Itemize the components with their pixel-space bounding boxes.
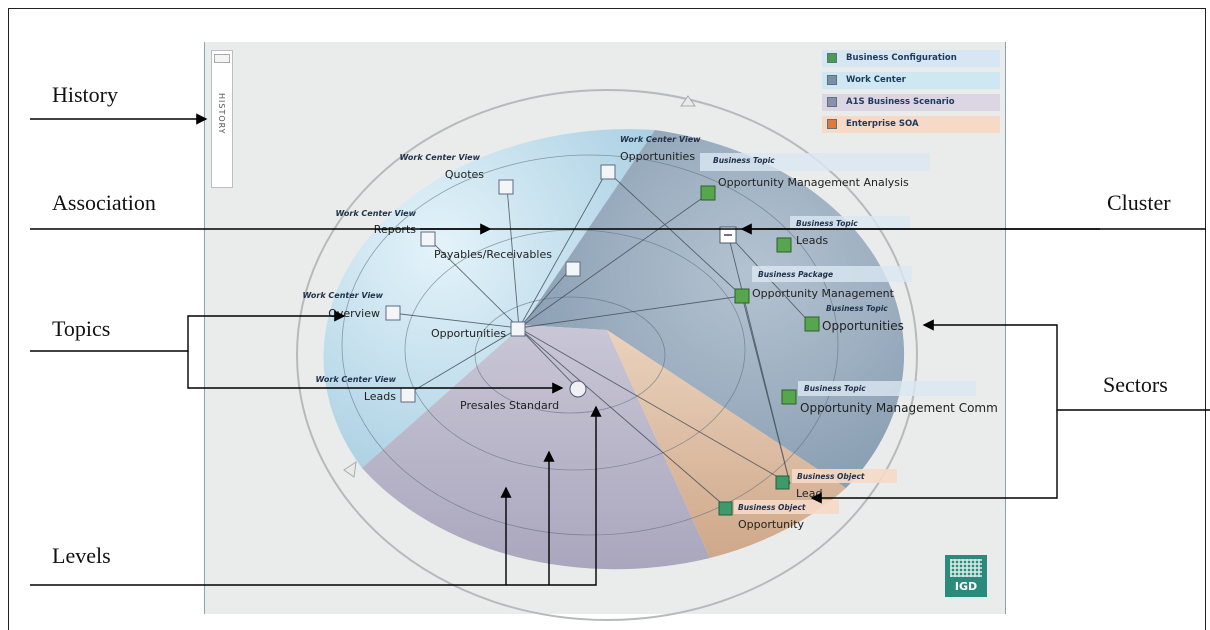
- node-type-label: Business Object: [738, 503, 806, 512]
- work-center-icon: [400, 387, 416, 403]
- node-type-label: Business Object: [797, 472, 865, 481]
- levels-pointer: [30, 405, 602, 586]
- label-highlight: [700, 153, 930, 171]
- legend-label: Business Configuration: [846, 53, 957, 63]
- node-name: Opportunity Management Comm: [800, 401, 998, 415]
- legend-icon: [827, 75, 837, 85]
- node-opportunities-bt[interactable]: Business Topic Opportunities: [804, 304, 904, 333]
- legend-item[interactable]: Business Configuration: [822, 50, 1000, 67]
- node-cluster[interactable]: [719, 226, 737, 244]
- ring-marker-top: [680, 95, 696, 107]
- callout-levels: Levels: [52, 543, 111, 568]
- node-type-label: Work Center View: [335, 209, 416, 218]
- business-topic-icon: [781, 389, 797, 405]
- node-type-label: Work Center View: [302, 291, 383, 300]
- node-name: Overview: [328, 307, 380, 320]
- topics-pointer-2: [187, 351, 564, 394]
- callout-topics: Topics: [52, 316, 111, 341]
- work-center-icon: [498, 179, 514, 195]
- business-topic-icon: [776, 237, 792, 253]
- node-name: Opportunity Management Analysis: [718, 176, 909, 189]
- legend-item[interactable]: A1S Business Scenario: [822, 94, 1000, 111]
- legend-label: A1S Business Scenario: [846, 97, 955, 107]
- history-tab-handle[interactable]: [214, 54, 230, 63]
- node-reports[interactable]: Work Center View Reports: [335, 209, 436, 247]
- node-name: Opportunities: [620, 150, 695, 163]
- history-tab[interactable]: HISTORY: [211, 50, 233, 188]
- callout-pointers: [30, 113, 1210, 586]
- node-leads-wcv[interactable]: Work Center View Leads: [315, 375, 416, 403]
- level-ring-3: [341, 154, 839, 536]
- node-name: Opportunity Management: [752, 287, 895, 300]
- node-type-label: Business Topic: [796, 219, 858, 228]
- node-type-label: Work Center View: [315, 375, 396, 384]
- business-object-icon: [775, 475, 790, 490]
- node-type-label: Business Package: [758, 270, 833, 279]
- scenario-icon: [569, 380, 587, 398]
- node-lead-bo[interactable]: Business Object Lead: [775, 469, 897, 500]
- node-name: Opportunity: [738, 518, 805, 531]
- node-name: Opportunities: [822, 319, 904, 333]
- node-name: Opportunities: [431, 327, 506, 340]
- callout-cluster: Cluster: [1107, 190, 1171, 215]
- label-highlight: [798, 381, 976, 396]
- business-object-icon: [718, 501, 733, 516]
- label-highlight: [752, 266, 912, 282]
- legend-icon: [827, 97, 837, 107]
- sectors-pointer-2: [810, 410, 1058, 504]
- node-opportunities-wcv[interactable]: Work Center View Opportunities: [600, 135, 701, 180]
- node-name: Quotes: [445, 168, 484, 181]
- legend-icon: [827, 119, 837, 129]
- node-name: Presales Standard: [460, 399, 559, 412]
- callout-association: Association: [52, 190, 156, 215]
- callout-history: History: [52, 82, 118, 107]
- work-center-icon: [565, 261, 581, 277]
- outer-ring: [296, 89, 918, 621]
- history-tab-label: HISTORY: [217, 93, 226, 135]
- node-oma[interactable]: Business Topic Opportunity Management An…: [700, 153, 930, 201]
- topics-pointer: [30, 310, 346, 352]
- node-business-package[interactable]: Business Package Opportunity Management: [734, 266, 912, 304]
- node-leads-bt[interactable]: Business Topic Leads: [776, 216, 910, 253]
- node-name: Leads: [796, 234, 828, 247]
- node-opportunities-center[interactable]: Opportunities: [431, 321, 526, 340]
- legend-label: Work Center: [846, 75, 906, 85]
- label-highlight: [790, 216, 910, 230]
- node-type-label: Work Center View: [399, 153, 480, 162]
- business-topic-icon: [734, 288, 750, 304]
- legend-icon: [827, 53, 837, 63]
- ring-marker-left: [343, 460, 357, 478]
- legend-label: Enterprise SOA: [846, 119, 919, 129]
- node-type-label: Work Center View: [620, 135, 701, 144]
- business-topic-icon: [700, 185, 716, 201]
- logo-grid: [950, 559, 982, 577]
- callout-sectors: Sectors: [1103, 372, 1168, 397]
- legend-item[interactable]: Work Center: [822, 72, 1000, 89]
- sector-a1s-business-scenario[interactable]: [362, 325, 710, 570]
- node-name: Leads: [364, 390, 396, 403]
- level-ring-2: [404, 229, 746, 471]
- figure-frame: [8, 8, 1206, 630]
- legend-item[interactable]: Enterprise SOA: [822, 116, 1000, 133]
- node-type-label: Business Topic: [826, 304, 888, 313]
- node-type-label: Business Topic: [713, 156, 775, 165]
- work-center-icon: [385, 305, 401, 321]
- node-name: Payables/Receivables: [434, 248, 552, 261]
- business-topic-icon: [804, 316, 820, 332]
- level-ring-1: [474, 296, 666, 414]
- node-omc[interactable]: Business Topic Opportunity Management Co…: [781, 381, 998, 415]
- node-presales-standard[interactable]: Presales Standard: [460, 380, 587, 412]
- igd-logo: IGD: [945, 555, 987, 597]
- work-center-icon: [510, 321, 526, 337]
- sectors-pointer: [922, 319, 1210, 411]
- work-center-icon: [600, 164, 616, 180]
- node-payables-receivables[interactable]: Payables/Receivables: [434, 248, 581, 277]
- node-quotes[interactable]: Work Center View Quotes: [399, 153, 514, 195]
- work-center-icon: [420, 231, 436, 247]
- logo-text: IGD: [954, 580, 978, 593]
- label-highlight: [792, 469, 897, 483]
- node-type-label: Business Topic: [804, 384, 866, 393]
